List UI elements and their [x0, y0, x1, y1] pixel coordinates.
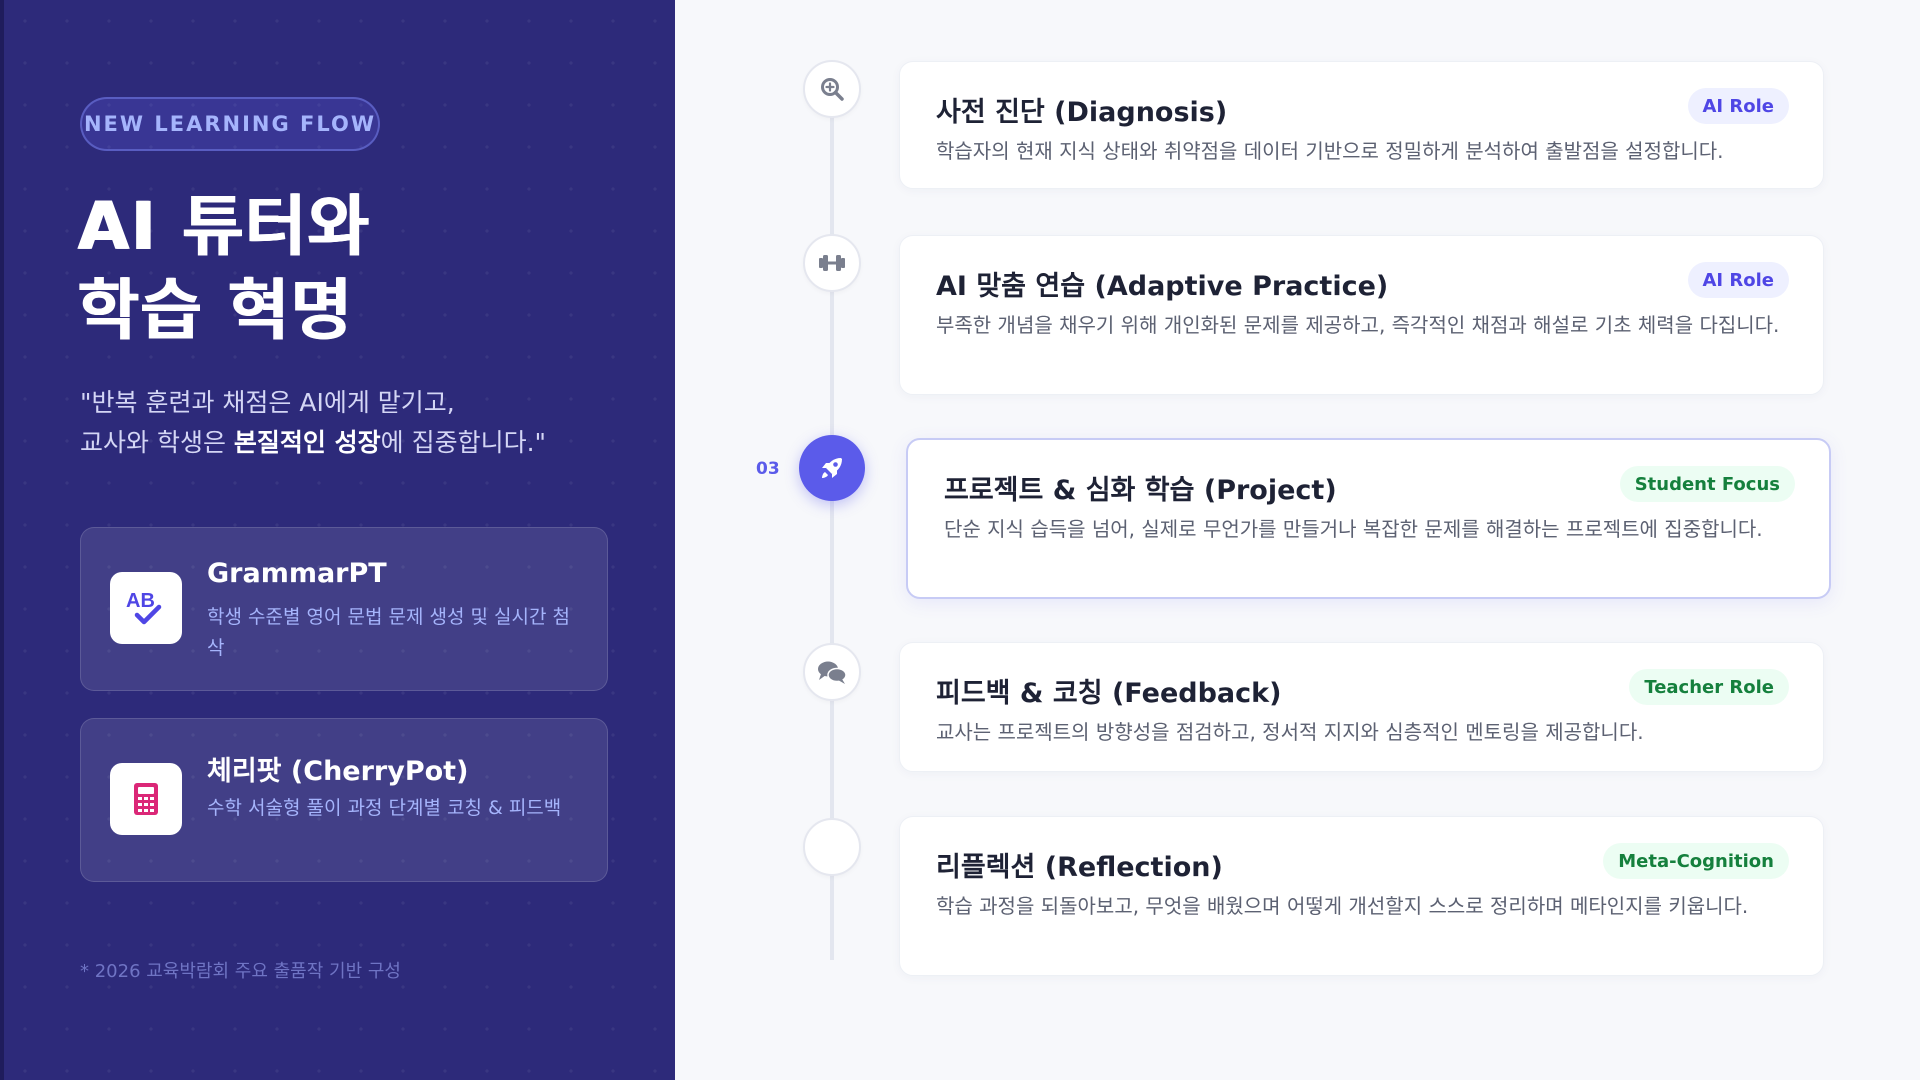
step-card-project[interactable]: 프로젝트 & 심화 학습 (Project) 단순 지식 습득을 넘어, 실제로… — [906, 438, 1831, 599]
tool-card-cherrypot[interactable]: 체리팟 (CherryPot) 수학 서술형 풀이 과정 단계별 코칭 & 피드… — [80, 718, 608, 882]
svg-text:AB: AB — [126, 590, 155, 612]
step-node-1[interactable] — [803, 60, 861, 118]
step-card-diagnosis[interactable]: 사전 진단 (Diagnosis) 학습자의 현재 지식 상태와 취약점을 데이… — [899, 61, 1824, 189]
quote-emphasis: 본질적인 성장 — [233, 428, 381, 457]
step-title: AI 맞춤 연습 (Adaptive Practice) — [936, 271, 1389, 302]
tool-description: 학생 수준별 영어 문법 문제 생성 및 실시간 첨삭 — [207, 606, 570, 659]
calculator-icon — [110, 763, 182, 835]
tool-card-grammarpt[interactable]: AB GrammarPT 학생 수준별 영어 문법 문제 생성 및 실시간 첨삭 — [80, 527, 608, 691]
step-node-3[interactable] — [799, 435, 865, 501]
step-description: 단순 지식 습득을 넘어, 실제로 무언가를 만들거나 복잡한 문제를 해결하는… — [944, 517, 1763, 541]
step-node-5[interactable] — [803, 818, 861, 876]
step-node-4[interactable] — [803, 643, 861, 701]
intro-panel: NEW LEARNING FLOW AI 튜터와 학습 혁명 "반복 훈련과 채… — [0, 0, 675, 1080]
ab-check-icon: AB — [110, 572, 182, 644]
step-title: 리플렉션 (Reflection) — [936, 852, 1223, 883]
page-title: AI 튜터와 학습 혁명 — [78, 185, 371, 353]
timeline-line — [830, 85, 834, 960]
step-title: 사전 진단 (Diagnosis) — [936, 97, 1228, 128]
step-description: 교사는 프로젝트의 방향성을 점검하고, 정서적 지지와 심층적인 멘토링을 제… — [936, 720, 1644, 744]
title-line-2: 학습 혁명 — [78, 272, 354, 349]
section-badge: NEW LEARNING FLOW — [80, 97, 380, 151]
step-node-2[interactable] — [803, 234, 861, 292]
step-title: 피드백 & 코칭 (Feedback) — [936, 678, 1282, 709]
magnifier-plus-icon — [821, 78, 844, 101]
step-description: 학습 과정을 되돌아보고, 무엇을 배웠으며 어떻게 개선할지 스스로 정리하며… — [936, 894, 1749, 918]
quote-text-part: 에 집중합니다." — [380, 428, 547, 457]
active-step-number: 03 — [756, 459, 780, 479]
title-line-1: AI 튜터와 — [78, 188, 371, 265]
dumbbell-icon — [819, 255, 845, 271]
role-tag: AI Role — [1687, 88, 1789, 124]
role-tag: Student Focus — [1619, 466, 1795, 502]
step-description: 부족한 개념을 채우기 위해 개인화된 문제를 제공하고, 즉각적인 채점과 해… — [936, 313, 1780, 337]
quote-line-2: 교사와 학생은 본질적인 성장에 집중합니다." — [80, 423, 640, 463]
rocket-icon — [822, 458, 842, 478]
role-tag: AI Role — [1687, 262, 1789, 298]
step-card-reflection[interactable]: 리플렉션 (Reflection) 학습 과정을 되돌아보고, 무엇을 배웠으며… — [899, 816, 1824, 976]
quote-text: "반복 훈련과 채점은 AI에게 맡기고, 교사와 학생은 본질적인 성장에 집… — [80, 383, 640, 463]
step-card-feedback[interactable]: 피드백 & 코칭 (Feedback) 교사는 프로젝트의 방향성을 점검하고,… — [899, 642, 1824, 772]
footnote: * 2026 교육박람회 주요 출품작 기반 구성 — [80, 961, 401, 982]
step-card-adaptive-practice[interactable]: AI 맞춤 연습 (Adaptive Practice) 부족한 개념을 채우기… — [899, 235, 1824, 395]
step-description: 학습자의 현재 지식 상태와 취약점을 데이터 기반으로 정밀하게 분석하여 출… — [936, 139, 1724, 163]
role-tag: Meta-Cognition — [1603, 843, 1789, 879]
tool-description: 수학 서술형 풀이 과정 단계별 코칭 & 피드백 — [207, 797, 562, 819]
quote-line-1: "반복 훈련과 채점은 AI에게 맡기고, — [80, 388, 455, 417]
step-title: 프로젝트 & 심화 학습 (Project) — [944, 475, 1337, 506]
chat-bubbles-icon — [818, 661, 847, 684]
tool-name: GrammarPT — [207, 558, 387, 589]
tool-name: 체리팟 (CherryPot) — [207, 756, 469, 787]
quote-text-part: 교사와 학생은 — [80, 428, 234, 457]
role-tag: Teacher Role — [1629, 669, 1789, 705]
